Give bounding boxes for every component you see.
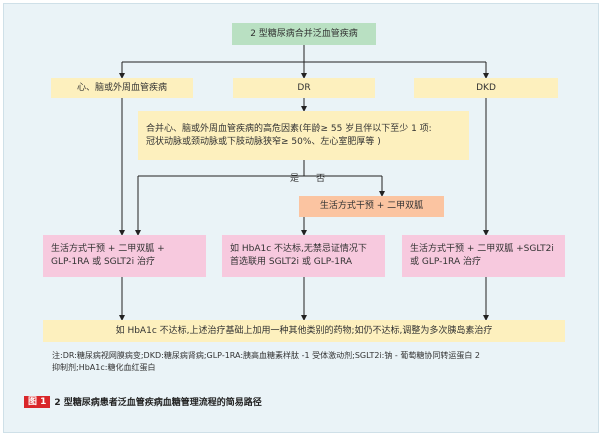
treat-left-line-2: GLP-1RA 或 SGLT2i 治疗 xyxy=(51,257,156,267)
treat-mid-line-2: 首选联用 SGLT2i 或 GLP-1RA xyxy=(230,257,353,267)
node-bottom-escalation: 如 HbA1c 不达标,上述治疗基础上加用一种其他类别的药物;如仍不达标,调整为… xyxy=(43,320,565,342)
node-risk-factors: 合并心、脑或外周血管疾病的高危因素(年龄≥ 55 岁且伴以下至少 1 项: 冠状… xyxy=(138,111,469,160)
node-cvd: 心、脑或外周血管疾病 xyxy=(51,78,193,98)
node-top-text: 2 型糖尿病合并泛血管疾病 xyxy=(250,28,358,39)
footnote-line-1: 注:DR:糖尿病视网膜病变;DKD:糖尿病肾病;GLP-1RA:胰高血糖素样肽 … xyxy=(52,351,480,360)
node-dkd: DKD xyxy=(414,78,558,98)
node-top-diagnosis: 2 型糖尿病合并泛血管疾病 xyxy=(232,23,376,45)
risk-line-2: 冠状动脉或颈动脉或下肢动脉狭窄≥ 50%、左心室肥厚等 ) xyxy=(146,136,381,147)
node-lifestyle-metformin: 生活方式干预 + 二甲双胍 xyxy=(299,196,444,217)
node-treat-left: 生活方式干预 + 二甲双胍 + GLP-1RA 或 SGLT2i 治疗 xyxy=(43,235,206,277)
node-treat-right: 生活方式干预 + 二甲双胍 +SGLT2i 或 GLP-1RA 治疗 xyxy=(402,235,565,277)
label-no: 否 xyxy=(316,174,326,184)
label-yes: 是 xyxy=(290,174,300,184)
node-cvd-text: 心、脑或外周血管疾病 xyxy=(76,82,167,93)
node-dr-text: DR xyxy=(297,82,311,93)
footnote: 注:DR:糖尿病视网膜病变;DKD:糖尿病肾病;GLP-1RA:胰高血糖素样肽 … xyxy=(52,350,582,374)
node-dr: DR xyxy=(233,78,375,98)
treat-right-line-2: 或 GLP-1RA 治疗 xyxy=(410,257,481,267)
risk-line-1: 合并心、脑或外周血管疾病的高危因素(年龄≥ 55 岁且伴以下至少 1 项: xyxy=(146,123,432,134)
footnote-line-2: 抑制剂;HbA1c:糖化血红蛋白 xyxy=(52,363,156,372)
node-lifestyle-text: 生活方式干预 + 二甲双胍 xyxy=(319,201,424,211)
treat-right-line-1: 生活方式干预 + 二甲双胍 +SGLT2i xyxy=(410,244,554,254)
treat-left-line-1: 生活方式干预 + 二甲双胍 + xyxy=(51,244,165,254)
figure-title: 2 型糖尿病患者泛血管疾病血糖管理流程的简易路径 xyxy=(54,398,262,408)
node-bottom-text: 如 HbA1c 不达标,上述治疗基础上加用一种其他类别的药物;如仍不达标,调整为… xyxy=(115,325,493,336)
figure-tag: 图 1 xyxy=(24,395,51,408)
treat-mid-line-1: 如 HbA1c 不达标,无禁忌证情况下 xyxy=(230,244,367,254)
node-dkd-text: DKD xyxy=(476,82,496,93)
node-treat-middle: 如 HbA1c 不达标,无禁忌证情况下 首选联用 SGLT2i 或 GLP-1R… xyxy=(222,235,385,277)
figure-caption: 图 1 2 型糖尿病患者泛血管疾病血糖管理流程的简易路径 xyxy=(24,395,262,408)
